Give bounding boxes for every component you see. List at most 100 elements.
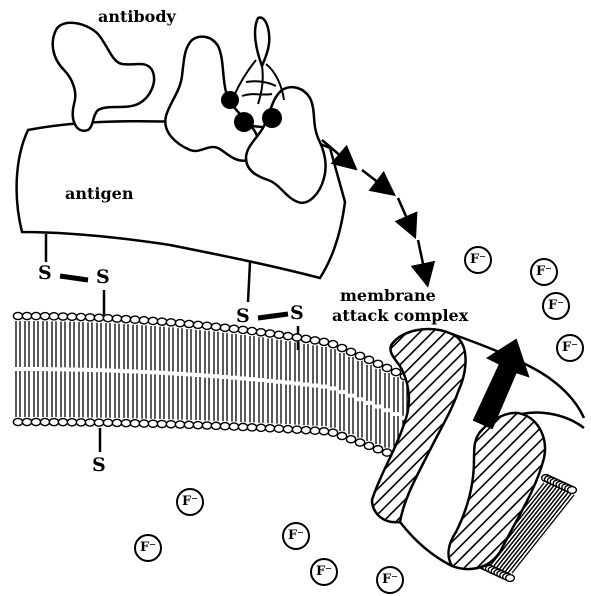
lipid-head	[568, 487, 577, 494]
lipid-head	[148, 317, 157, 324]
lipid-head	[148, 420, 157, 427]
lipid-head	[139, 317, 148, 324]
sulfur-atom: S	[92, 454, 106, 476]
fluoride-ion: F⁻	[282, 522, 310, 550]
fluoride-ion: F⁻	[542, 292, 570, 320]
fluoride-ion: F⁻	[310, 558, 338, 586]
fluoride-ion: F⁻	[134, 534, 162, 562]
lipid-head	[274, 331, 283, 338]
fluoride-ion: F⁻	[556, 334, 584, 362]
lipid-head	[157, 318, 166, 325]
lipid-head	[67, 313, 76, 320]
lipid-head	[130, 316, 139, 323]
mac-label-line1: membrane	[340, 286, 436, 305]
lipid-head	[364, 356, 373, 363]
lipid-head	[346, 348, 355, 355]
antibody-middle	[165, 37, 258, 161]
lipid-head	[247, 327, 256, 334]
lipid-head	[13, 312, 22, 319]
lipid-head	[85, 419, 94, 426]
lipid-head	[103, 419, 112, 426]
lipid-head	[337, 344, 346, 351]
lipid-head	[238, 326, 247, 333]
lipid-head	[193, 422, 202, 429]
lipid-head	[364, 442, 373, 449]
lipid-head	[301, 335, 310, 342]
sulfur-atom: S	[290, 302, 304, 324]
lipid-head	[40, 313, 49, 320]
lipid-head	[85, 314, 94, 321]
lipid-head	[301, 427, 310, 434]
lipid-head	[256, 424, 265, 431]
sulfur-atom: S	[236, 305, 250, 327]
lipid-head	[103, 315, 112, 322]
lipid-head	[391, 368, 400, 375]
lipid-head	[256, 329, 265, 336]
sulfur-atom: S	[96, 266, 110, 288]
lipid-head	[202, 322, 211, 329]
lipid-head	[67, 419, 76, 426]
lipid-head	[274, 425, 283, 432]
lipid-head	[310, 427, 319, 434]
fluoride-ion: F⁻	[376, 566, 404, 594]
lipid-head	[292, 334, 301, 341]
lipid-head	[31, 312, 40, 319]
fluoride-ion: F⁻	[530, 258, 558, 286]
lipid-head	[58, 313, 67, 320]
lipid-head	[238, 423, 247, 430]
lipid-head	[247, 424, 256, 431]
lipid-head	[382, 364, 391, 371]
lipid-head	[112, 419, 121, 426]
lipid-head	[121, 420, 130, 427]
lipid-head	[220, 423, 229, 430]
lipid-head	[265, 330, 274, 337]
lipid-head	[175, 320, 184, 327]
lipid-head	[283, 426, 292, 433]
antibody-left	[53, 23, 154, 131]
lipid-head	[355, 352, 364, 359]
lipid-head	[94, 314, 103, 321]
lipid-head	[121, 316, 130, 323]
lipid-head	[157, 420, 166, 427]
lipid-bilayer	[13, 312, 409, 463]
lipid-head	[310, 337, 319, 344]
lipid-head	[346, 436, 355, 443]
lipid-head	[184, 320, 193, 327]
lipid-head	[76, 419, 85, 426]
antigen-label: antigen	[65, 184, 133, 203]
lipid-head	[373, 446, 382, 453]
lipid-head	[40, 418, 49, 425]
lipid-head	[319, 338, 328, 345]
lipid-head	[139, 420, 148, 427]
membrane-attack-complex-pore	[372, 329, 584, 569]
lipid-head	[211, 422, 220, 429]
sulfur-atom: S	[38, 262, 52, 284]
lipid-head	[49, 313, 58, 320]
lipid-head	[506, 575, 515, 582]
lipid-head	[58, 419, 67, 426]
lipid-head	[193, 321, 202, 328]
lipid-head	[49, 419, 58, 426]
lipid-head	[31, 418, 40, 425]
lipid-head	[166, 421, 175, 428]
lipid-head	[202, 422, 211, 429]
lipid-head	[166, 319, 175, 326]
lipid-head	[211, 323, 220, 330]
lipid-head	[373, 360, 382, 367]
lipid-head	[337, 432, 346, 439]
lipid-head	[22, 418, 31, 425]
lipid-head	[112, 315, 121, 322]
lipid-head	[94, 419, 103, 426]
lipid-head	[76, 313, 85, 320]
fluoride-ion: F⁻	[464, 246, 492, 274]
lipid-head	[283, 333, 292, 340]
lipid-head	[319, 428, 328, 435]
mac-label-line2: attack complex	[332, 306, 468, 325]
antibody-label: antibody	[98, 7, 176, 26]
lipid-head	[22, 312, 31, 319]
lipid-head	[355, 439, 364, 446]
lipid-head	[13, 418, 22, 425]
lipid-head	[220, 324, 229, 331]
lipid-head	[328, 429, 337, 436]
lipid-head	[184, 421, 193, 428]
